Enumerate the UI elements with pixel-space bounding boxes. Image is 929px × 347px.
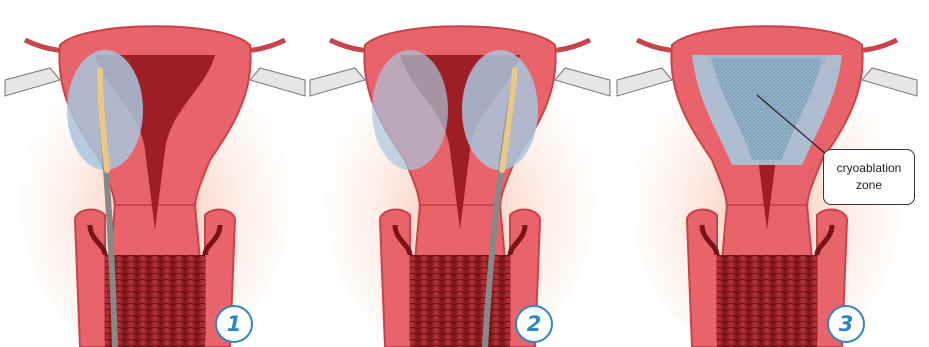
cryoablation-zone-callout: cryoablation zone — [823, 149, 915, 205]
diagram-panel-step-1: 1 — [5, 0, 305, 347]
step-number-badge: 3 — [827, 305, 865, 343]
callout-text-line1: cryoablation — [824, 160, 914, 177]
uterus-illustration — [5, 0, 305, 347]
uterus-illustration — [310, 0, 610, 347]
diagram-panel-step-2: 2 — [310, 0, 610, 347]
ice-ball-left — [372, 50, 448, 170]
step-number-badge: 2 — [515, 305, 553, 343]
ice-ball-right — [462, 50, 538, 170]
callout-text-line2: zone — [824, 177, 914, 194]
step-number-badge: 1 — [215, 305, 253, 343]
